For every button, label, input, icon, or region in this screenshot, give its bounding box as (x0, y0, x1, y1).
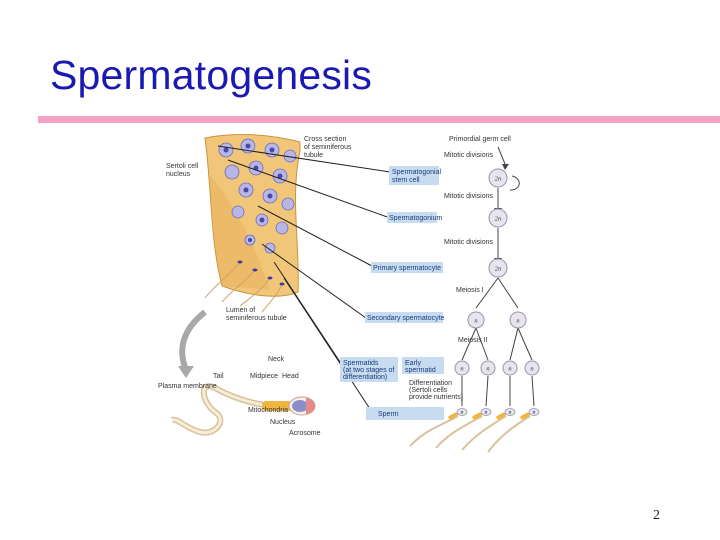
spermatogonial-stem-cell-label: Spermatogonial stem cell (392, 169, 443, 184)
secondary-spermatocyte-label: Secondary spermatocyte (367, 315, 445, 322)
lineage-cells (454, 168, 540, 376)
midpiece (262, 401, 292, 411)
early-spermatid-label: Early spermatid (405, 360, 436, 374)
tail-label: Tail (213, 373, 224, 380)
cell-nuclei (223, 143, 283, 242)
acrosome-label: Acrosome (289, 430, 321, 437)
nucleus-label: Nucleus (270, 419, 296, 426)
mitotic-divisions-label: Mitotic divisions (444, 152, 494, 159)
lumen-label: Lumen of seminiferous tubule (226, 307, 287, 322)
ploidy-label: 2n (495, 216, 502, 223)
ploidy-label: n (508, 366, 511, 373)
mitotic-loop (509, 175, 520, 191)
sperm-label: Sperm (378, 411, 399, 418)
zoom-arrow (179, 309, 207, 372)
final-sperm (409, 415, 531, 453)
neck-label: Neck (268, 356, 284, 363)
ploidy-label: n (474, 318, 477, 325)
ploidy-label: n (516, 318, 519, 325)
lineage-arrows (461, 146, 535, 407)
ploidy-label: n (530, 366, 533, 373)
zoom-arrow-head (178, 366, 194, 378)
title-divider (38, 116, 720, 123)
ploidy-label: n (460, 366, 463, 373)
ploidy-label: n (509, 410, 512, 416)
ploidy-label: n (461, 410, 464, 416)
ploidy-label: n (485, 410, 488, 416)
ploidy-label: n (533, 410, 536, 416)
meiosis-2-label: Meiosis II (458, 337, 488, 344)
sperm-nucleus (292, 400, 308, 412)
final-sperm-midpieces (448, 412, 530, 420)
mitotic-divisions-label: Mitotic divisions (444, 193, 494, 200)
lumen-sperm (204, 261, 283, 313)
leader-lines (217, 145, 391, 413)
spermatids-label: Spermatids (at two stages of differentia… (343, 360, 396, 381)
slide-number: 2 (653, 508, 660, 523)
primary-spermatocyte-label: Primary spermatocyte (373, 265, 441, 272)
acrosome (306, 398, 315, 414)
head-label: Head (282, 373, 299, 380)
mitochondria-label: Mitochondria (248, 407, 288, 414)
midpiece-label: Midpiece (250, 373, 278, 380)
sertoli-nucleus-label: Sertoli cell nucleus (166, 163, 200, 178)
spermatogonium-label: Spermatogonium (389, 215, 442, 222)
final-sperm-heads (456, 408, 540, 416)
primordial-germ-cell-label: Primordial germ cell (449, 136, 511, 143)
tubule-tissue-shade (210, 175, 270, 290)
ploidy-label: 2n (495, 176, 502, 183)
ploidy-label: 2n (495, 266, 502, 273)
mitotic-divisions-label: Mitotic divisions (444, 239, 494, 246)
cross-section-label: Cross section of seminiferous tubule (304, 136, 353, 159)
differentiation-label: Differentiation (Sertoli cells provide n… (409, 380, 463, 401)
plasma-membrane-label: Plasma membrane (158, 383, 217, 390)
stage-boxes (340, 166, 444, 420)
lumen-sperm-heads (237, 260, 285, 286)
meiosis-1-label: Meiosis I (456, 287, 484, 294)
slide-title: Spermatogenesis (50, 52, 373, 98)
ploidy-label: n (486, 366, 489, 373)
